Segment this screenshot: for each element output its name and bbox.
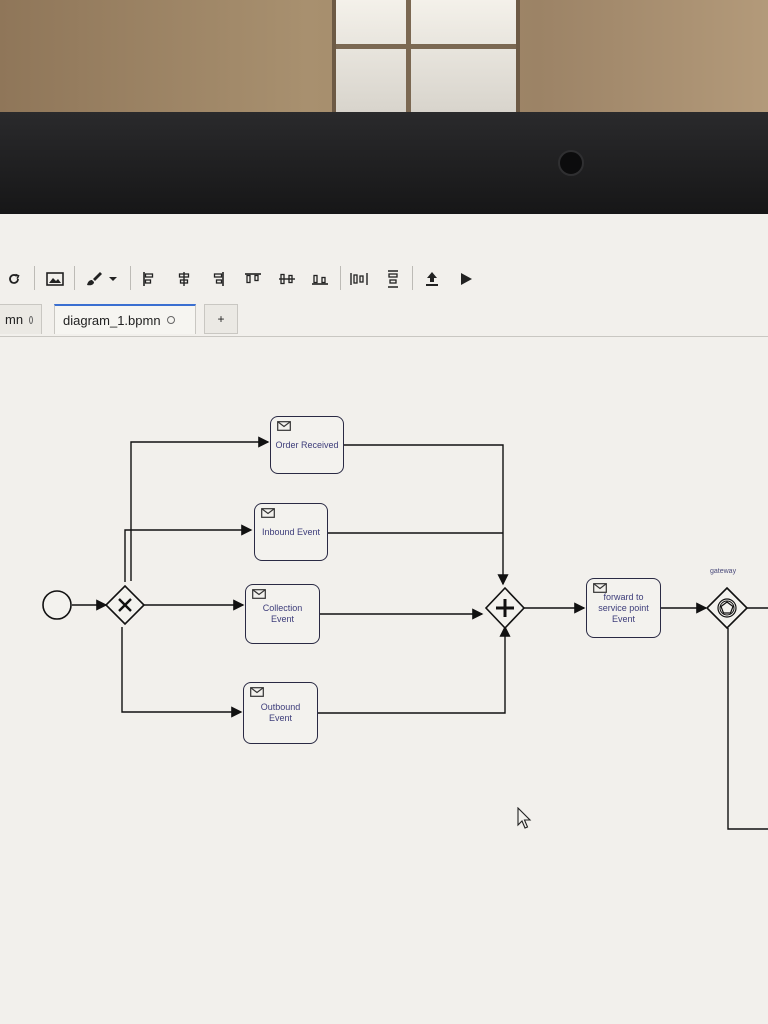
envelope-icon (277, 421, 291, 431)
task-label: Collection Event (262, 603, 303, 624)
monitor-bezel (0, 112, 768, 216)
tab-status-icon (166, 316, 175, 324)
task-label: Outbound Event (260, 702, 301, 723)
envelope-icon (593, 583, 607, 593)
tab-bar: mn diagram_1.bpmn + (0, 300, 768, 337)
webcam (558, 150, 584, 176)
paint-brush-icon[interactable] (84, 264, 104, 294)
gateway-label: gateway (710, 568, 737, 575)
tab-previous-diagram[interactable]: mn (0, 304, 42, 334)
sequence-flows (42, 436, 768, 830)
align-left-icon[interactable] (140, 264, 158, 294)
task-label: forward to service point Event (598, 591, 649, 624)
redo-icon[interactable] (4, 264, 24, 294)
task-order-received[interactable]: Order Received (270, 416, 344, 474)
envelope-icon (252, 589, 266, 599)
run-icon[interactable] (456, 264, 476, 294)
task-collection-event[interactable]: Collection Event (245, 584, 320, 644)
toolbar-separator (340, 266, 341, 290)
toolbar-separator (34, 266, 35, 290)
distribute-horizontal-icon[interactable] (348, 264, 370, 294)
task-label: Order Received (275, 439, 339, 450)
tab-diagram-1[interactable]: diagram_1.bpmn (54, 304, 196, 334)
align-top-icon[interactable] (242, 264, 264, 294)
task-outbound-event[interactable]: Outbound Event (243, 682, 318, 744)
distribute-vertical-icon[interactable] (384, 264, 402, 294)
envelope-icon (261, 508, 275, 518)
toolbar-separator (130, 266, 131, 290)
mouse-cursor-icon (517, 807, 532, 829)
task-label: Inbound Event (261, 526, 321, 537)
align-right-icon[interactable] (209, 264, 227, 294)
toolbar-separator (74, 266, 75, 290)
tab-label: mn (5, 312, 24, 327)
align-bottom-icon[interactable] (309, 264, 331, 294)
event-based-gateway[interactable] (705, 586, 749, 630)
task-forward-to-service-point[interactable]: forward to service point Event (586, 578, 661, 638)
image-icon[interactable] (44, 264, 66, 294)
toolbar-separator (412, 266, 413, 290)
align-middle-icon[interactable] (276, 264, 298, 294)
start-event[interactable] (42, 590, 72, 620)
deploy-icon[interactable] (422, 264, 442, 294)
modeler-screen: mn diagram_1.bpmn + (0, 214, 768, 1024)
background-window (332, 0, 520, 112)
toolbar (0, 264, 768, 296)
parallel-gateway[interactable] (484, 586, 526, 630)
add-tab-button[interactable]: + (204, 304, 238, 334)
diagram-canvas[interactable]: gateway Order Received Inbound Event Col… (0, 338, 768, 1024)
dropdown-caret-icon[interactable] (107, 264, 119, 294)
envelope-icon (250, 687, 264, 697)
align-center-icon[interactable] (175, 264, 193, 294)
exclusive-gateway[interactable] (104, 584, 146, 626)
task-inbound-event[interactable]: Inbound Event (254, 503, 328, 561)
tab-status-icon (29, 315, 33, 324)
tab-label: diagram_1.bpmn (63, 312, 161, 328)
